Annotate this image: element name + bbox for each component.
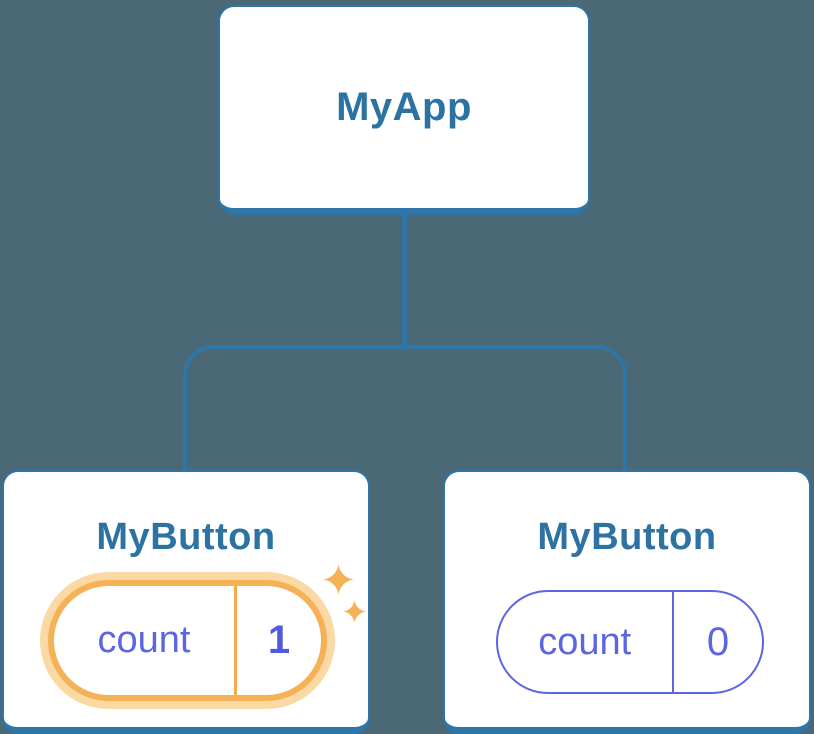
state-value-label: 1	[267, 618, 291, 662]
sparkle-icon-large	[323, 564, 354, 595]
tree-edge-branches	[183, 345, 627, 475]
state-name-cell: count	[498, 592, 672, 692]
component-label-myapp: MyApp	[336, 85, 472, 129]
state-value-cell: 0	[674, 592, 762, 692]
state-pill-highlighted: count 1	[48, 580, 327, 701]
state-pill-plain: count 0	[496, 590, 764, 694]
state-name-cell: count	[54, 586, 234, 695]
state-value-label: 0	[706, 619, 730, 664]
component-label-mybutton-left: MyButton	[96, 516, 276, 558]
component-card-myapp: MyApp	[218, 5, 590, 215]
pill-divider	[234, 586, 237, 695]
tree-edge-root	[402, 210, 407, 349]
component-label-mybutton-right: MyButton	[537, 516, 717, 558]
state-name-label: count	[97, 619, 191, 661]
state-name-label: count	[538, 620, 632, 663]
component-card-mybutton-left: MyButton count 1	[2, 470, 370, 734]
state-value-cell: 1	[237, 586, 321, 695]
sparkle-icon-small	[343, 600, 366, 623]
component-card-mybutton-right: MyButton count 0	[443, 470, 811, 734]
pill-divider	[671, 592, 674, 692]
